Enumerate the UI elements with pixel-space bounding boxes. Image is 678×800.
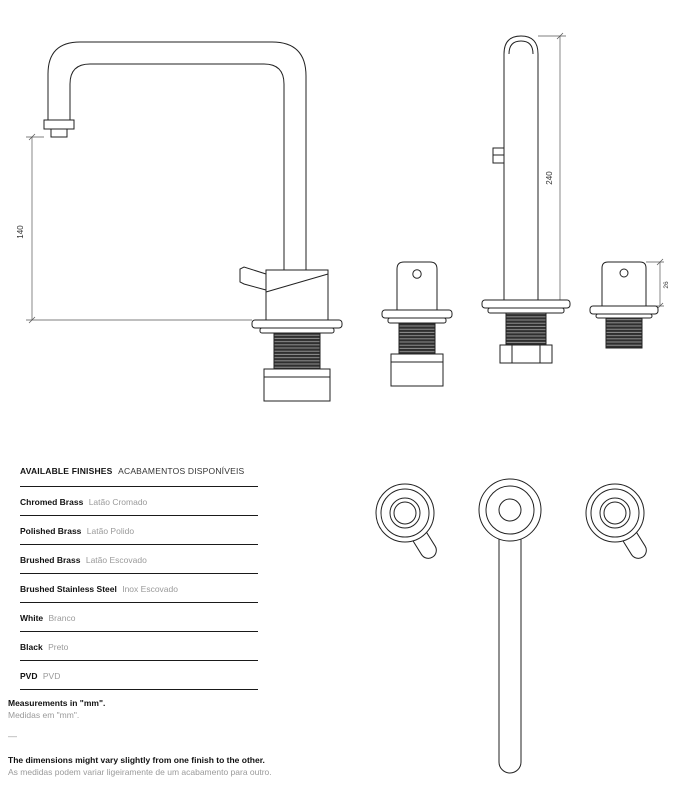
handle-side-view-drawing: 26 bbox=[589, 258, 670, 349]
top-views-drawing bbox=[375, 478, 647, 774]
measurements-note: Measurements in "mm". Medidas em "mm". bbox=[8, 698, 105, 722]
measurements-note-pt: Medidas em "mm". bbox=[8, 709, 80, 720]
faucet-side-view: 240 bbox=[478, 28, 578, 368]
finish-row: Polished Brass Latão Polido bbox=[20, 516, 258, 545]
faucet-front-view-drawing: 140 bbox=[16, 41, 343, 402]
handle-dimension-lines bbox=[646, 258, 664, 310]
side-height-dimension-label: 240 bbox=[545, 171, 554, 185]
finish-row: Black Preto bbox=[20, 632, 258, 661]
finish-name-pt: PVD bbox=[42, 671, 61, 681]
finishes-header: AVAILABLE FINISHES ACABAMENTOS DISPONÍVE… bbox=[20, 466, 258, 487]
finish-name-pt: Latão Cromado bbox=[88, 497, 148, 507]
measurements-note-en: Measurements in "mm". bbox=[8, 698, 106, 708]
handle-height-dimension-label: 26 bbox=[663, 281, 670, 289]
handle-side-outline bbox=[589, 261, 659, 349]
valve-outline bbox=[381, 261, 453, 387]
finishes-title-pt: ACABAMENTOS DISPONÍVEIS bbox=[118, 466, 245, 476]
knob-right-top-view bbox=[585, 483, 647, 559]
valve-front-view-drawing bbox=[381, 261, 453, 387]
finish-name-en: PVD bbox=[20, 671, 38, 681]
finish-name-pt: Inox Escovado bbox=[122, 584, 178, 594]
faucet-side-outline bbox=[481, 35, 571, 364]
finish-row: Chromed Brass Latão Cromado bbox=[20, 487, 258, 516]
dimensions-vary-note-pt: As medidas podem variar ligeiramente de … bbox=[8, 766, 272, 777]
knob-left-top-view bbox=[375, 483, 437, 559]
finish-name-pt: Preto bbox=[48, 642, 69, 652]
finishes-title-en: AVAILABLE FINISHES bbox=[20, 466, 113, 476]
finish-name-en: Brushed Brass bbox=[20, 555, 81, 565]
note-divider-dash: — bbox=[8, 731, 17, 741]
top-views bbox=[360, 455, 660, 795]
finish-name-en: White bbox=[20, 613, 44, 623]
dimensions-vary-note: The dimensions might vary slightly from … bbox=[8, 755, 272, 779]
finish-row: Brushed Stainless Steel Inox Escovado bbox=[20, 574, 258, 603]
finish-name-en: Chromed Brass bbox=[20, 497, 84, 507]
faucet-front-view: 140 bbox=[8, 8, 348, 412]
spout-top-view bbox=[478, 478, 542, 774]
finishes-table: AVAILABLE FINISHES ACABAMENTOS DISPONÍVE… bbox=[20, 466, 258, 690]
finish-row: PVD PVD bbox=[20, 661, 258, 690]
finish-row: Brushed Brass Latão Escovado bbox=[20, 545, 258, 574]
finish-name-pt: Latão Polido bbox=[86, 526, 135, 536]
finish-name-en: Brushed Stainless Steel bbox=[20, 584, 117, 594]
front-height-dimension-label: 140 bbox=[16, 225, 25, 239]
finish-name-en: Polished Brass bbox=[20, 526, 82, 536]
handle-side-view: 26 bbox=[588, 258, 676, 373]
front-dimension-lines bbox=[26, 133, 252, 324]
valve-front-view bbox=[372, 258, 462, 398]
dimensions-vary-note-en: The dimensions might vary slightly from … bbox=[8, 755, 265, 765]
finish-name-pt: Branco bbox=[48, 613, 76, 623]
side-dimension-lines bbox=[538, 32, 570, 308]
faucet-side-view-drawing: 240 bbox=[481, 32, 571, 364]
faucet-front-outline bbox=[43, 41, 343, 402]
finish-name-pt: Latão Escovado bbox=[85, 555, 147, 565]
finish-name-en: Black bbox=[20, 642, 43, 652]
finish-row: White Branco bbox=[20, 603, 258, 632]
